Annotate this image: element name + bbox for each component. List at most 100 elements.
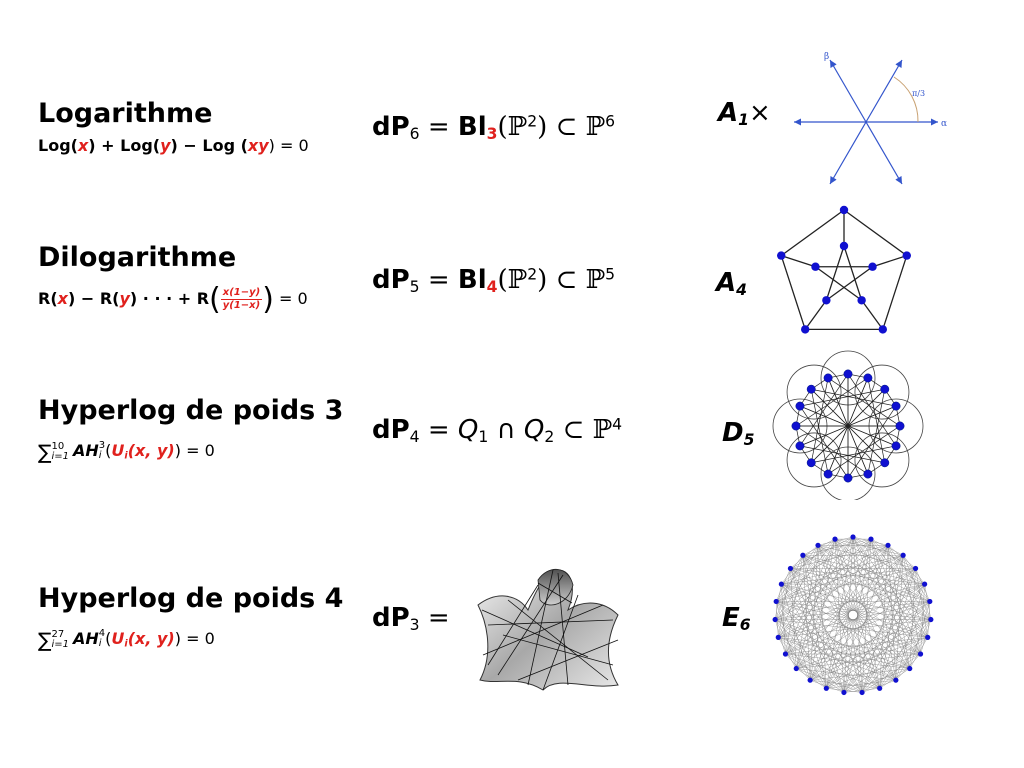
- graph-edge: [895, 619, 932, 681]
- graph-vertex: [900, 552, 906, 558]
- graph-vertex: [895, 421, 905, 431]
- graph-edge: [879, 601, 930, 689]
- graph-edge: [780, 255, 806, 330]
- graph-edge: [810, 568, 916, 681]
- graph-edge: [870, 538, 932, 620]
- graph-edge: [790, 568, 928, 638]
- graph-loop: [786, 432, 842, 488]
- graph-loop: [854, 432, 910, 488]
- graph-vertex: [917, 651, 924, 657]
- graph-edge: [790, 545, 889, 569]
- graph-edge: [825, 266, 873, 301]
- del-pezzo-dp6: dP6 = Bl3(ℙ2) ⊂ ℙ6: [372, 112, 616, 143]
- graph-edge: [809, 545, 819, 681]
- graph-edge: [834, 539, 897, 681]
- graph-edge: [879, 555, 904, 689]
- graph-edge: [817, 545, 931, 620]
- graph-edge: [775, 583, 925, 620]
- graph-edge: [790, 568, 930, 602]
- graph-edge: [895, 584, 925, 681]
- graph-edge: [781, 538, 836, 585]
- graph-edge: [870, 538, 925, 585]
- graph-edge: [834, 538, 925, 585]
- e6-graph-figure: [772, 534, 934, 696]
- graph-edge: [781, 583, 931, 620]
- graph-vertex: [823, 373, 833, 383]
- del-pezzo-dp5: dP5 = Bl4(ℙ2) ⊂ ℙ5: [372, 265, 616, 296]
- graph-edge: [817, 545, 910, 669]
- graph-edge: [799, 405, 897, 447]
- graph-edge: [861, 568, 916, 693]
- graph-edge: [781, 584, 786, 655]
- graph-edge: [781, 584, 811, 681]
- graph-vertex: [880, 384, 890, 394]
- graph-edge: [785, 536, 854, 655]
- graph-edge: [882, 255, 908, 330]
- graph-edge: [843, 637, 928, 693]
- graph-edge: [852, 536, 880, 689]
- graph-vertex: [912, 565, 919, 572]
- graph-edge: [847, 405, 897, 479]
- graph-edge: [861, 539, 872, 693]
- svg-text:π/3: π/3: [912, 89, 925, 98]
- graph-edge: [785, 601, 930, 655]
- graph-edge: [775, 619, 896, 681]
- graph-edge: [785, 653, 845, 693]
- graph-edge: [802, 538, 872, 556]
- graph-vertex: [806, 458, 816, 468]
- graph-edge: [826, 679, 896, 689]
- graph-vertex: [782, 651, 789, 657]
- graph-edge: [785, 555, 804, 655]
- graph-edge: [778, 637, 863, 693]
- graph-vertex: [907, 665, 913, 672]
- graph-edge: [781, 583, 910, 669]
- graph-vertex: [891, 441, 901, 451]
- graph-edge: [843, 668, 910, 693]
- graph-edge: [776, 601, 827, 689]
- graph-edge: [861, 299, 884, 330]
- graph-edge: [776, 536, 854, 602]
- graph-vertex: [868, 536, 874, 542]
- graph-edge: [781, 254, 816, 268]
- graph-edge: [778, 545, 889, 638]
- graph-edge: [804, 299, 827, 330]
- graph-edge: [802, 555, 931, 620]
- graph-vertex: [807, 677, 813, 683]
- graph-edge: [775, 545, 889, 620]
- graph-edge: [826, 653, 921, 689]
- graph-edge: [817, 545, 916, 569]
- graph-edge: [872, 254, 907, 268]
- graph-vertex: [815, 542, 821, 548]
- d5-graph-figure: [772, 350, 924, 500]
- graph-edge: [778, 619, 931, 638]
- graph-edge: [810, 619, 931, 681]
- graph-vertex: [893, 677, 899, 683]
- graph-vertex: [863, 469, 873, 479]
- graph-edge: [825, 245, 845, 301]
- graph-vertex: [843, 369, 853, 379]
- graph-edge: [817, 545, 863, 693]
- graph-edge: [861, 653, 921, 693]
- graph-edge: [802, 555, 880, 689]
- graph-edge: [843, 245, 863, 301]
- graph-edge: [817, 545, 928, 638]
- graph-edge: [778, 637, 827, 689]
- formula-logarithme: Log(x) + Log(y) − Log (xy) = 0: [38, 136, 309, 155]
- graph-edge: [843, 545, 889, 693]
- graph-vertex: [927, 598, 933, 605]
- graph-edge: [796, 539, 836, 669]
- graph-edge: [790, 568, 896, 681]
- root-system-a4: A4: [716, 268, 747, 299]
- graph-edge: [802, 555, 827, 689]
- graph-edge: [781, 568, 916, 585]
- graph-edge: [826, 601, 930, 689]
- graph-edge: [774, 538, 836, 620]
- graph-edge: [778, 568, 916, 638]
- graph-vertex: [857, 296, 866, 305]
- graph-edge: [902, 555, 921, 655]
- graph-edge: [867, 377, 886, 463]
- graph-edge: [815, 266, 863, 301]
- graph-edge: [775, 619, 928, 638]
- graph-edge: [826, 555, 904, 689]
- graph-edge: [796, 668, 863, 693]
